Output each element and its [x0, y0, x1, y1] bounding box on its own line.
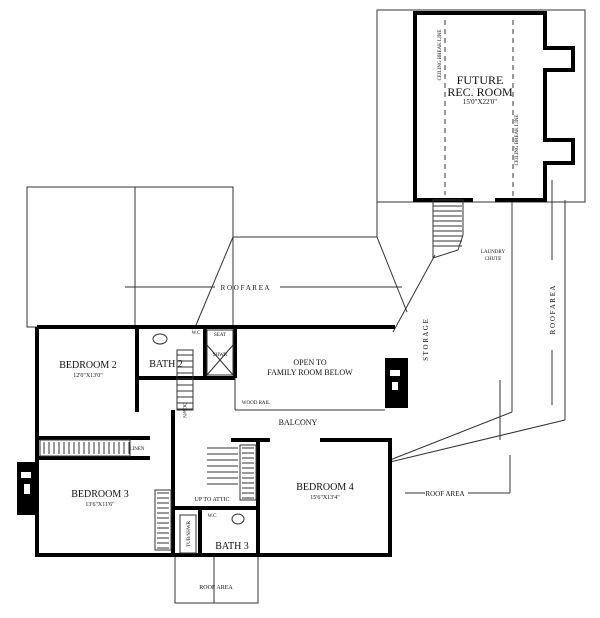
bedroom-4-name: BEDROOM 4 — [296, 482, 354, 493]
bedroom-3-size: 13'6"X11'6" — [85, 502, 115, 508]
wood-rail-label: WOOD RAIL — [242, 401, 270, 406]
bath-3-label: BATH 3 — [215, 541, 249, 552]
wc-label: W.C — [208, 514, 218, 519]
rec-stair-treads — [433, 205, 462, 247]
bedroom-2-size: 12'0"X13'0" — [73, 373, 103, 379]
up-to-attic-label: UP TO ATTIC — [195, 497, 230, 503]
laundry-chute-label: LAUNDRY — [481, 250, 506, 255]
rec-room-name: FUTURE — [457, 73, 504, 87]
rec-room-size: 15'0"X22'0" — [463, 98, 497, 106]
arrows — [125, 180, 553, 494]
shower-label: SHWR — [213, 353, 228, 358]
bedroom-3-name: BEDROOM 3 — [71, 489, 129, 500]
rec-room-name-2: REC. ROOM — [447, 85, 513, 99]
stair-treads — [43, 354, 254, 549]
bedroom-2-name: BEDROOM 2 — [59, 360, 117, 371]
roof-area-label: R O O F A R E A — [549, 286, 557, 335]
bedroom-4-size: 15'6"X13'4" — [310, 495, 340, 501]
balcony-label: BALCONY — [279, 418, 318, 427]
linen-label: LINEN — [130, 447, 145, 452]
roof-area-label: ROOF AREA — [199, 585, 233, 591]
wc-label: W.C — [192, 331, 202, 336]
open-to-label-2: FAMILY ROOM BELOW — [267, 368, 353, 377]
stair-down — [176, 349, 194, 411]
rec-stairs — [432, 199, 464, 259]
roof-outlines — [26, 9, 586, 604]
roof-area-label: R O O F A R E A — [221, 284, 270, 292]
seat-label: SEAT — [214, 333, 226, 338]
main-house-walls — [17, 325, 408, 557]
rec-room-walls — [413, 11, 575, 259]
ceiling-break-line-label: CEILING BREAK LINE — [438, 30, 443, 81]
bath-2-label: BATH 2 — [149, 359, 183, 370]
storage-label: S T O R A G E — [422, 319, 430, 361]
ceiling-break-line-label: CEILING BREAK LINE — [515, 115, 520, 166]
roof-area-label: ROOF AREA — [425, 490, 464, 498]
tub-shower-label: TUB/SHWR — [187, 520, 192, 547]
laundry-chute-label-2: CHUTE — [485, 257, 502, 262]
down-label: DOWN — [181, 402, 186, 418]
open-to-label: OPEN TO — [293, 358, 326, 367]
